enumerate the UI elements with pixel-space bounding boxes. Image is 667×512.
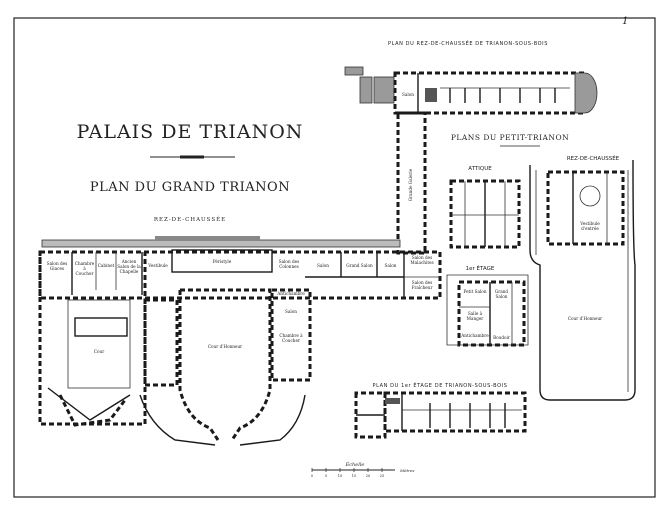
scale-bar: Échelle 0 5 10 15 20 25 Mètres (311, 460, 415, 478)
room-vestibule: Vestibule (148, 263, 168, 268)
room-cour: Cour (94, 349, 104, 354)
page-number: 1 (622, 16, 628, 27)
room-salle-manger: Salle à Manger (466, 311, 484, 321)
room-salon-frais: Salon des Fraîcheur (411, 280, 433, 290)
tsb-ground-label: PLAN DU REZ-DE-CHAUSSÉE DE TRIANON-SOUS-… (388, 39, 548, 47)
tsb-salon-label: Salon (402, 92, 414, 97)
trianon-sous-bois-first-plan (354, 391, 527, 439)
room-salon-2: Salon (384, 263, 397, 268)
room-peristyle: Péristyle (213, 259, 232, 264)
room-grand-salon-pt: Grand Salon (494, 289, 509, 299)
scale-tick: 0 (311, 474, 313, 478)
petit-trianon-title: PLANS DU PETIT-TRIANON (451, 133, 569, 142)
subtitle: PLAN DU GRAND TRIANON (90, 180, 290, 195)
scale-label: Échelle (345, 460, 365, 468)
room-salon: Salon (317, 263, 329, 268)
room-grand-salon: Grand Salon (346, 263, 373, 268)
room-chambre-2: Chambre à Coucher (279, 333, 303, 343)
vestibule-label: Vestibule d'entrée (580, 221, 600, 231)
scale-tick: 10 (338, 474, 342, 478)
room-antichambre-pt: Antichambre (461, 333, 489, 338)
attique-label: ATTIQUE (468, 166, 492, 172)
scale-unit: Mètres (399, 468, 414, 473)
scale-tick: 15 (352, 474, 356, 478)
room-cabinet: Cabinet (97, 263, 115, 268)
scale-tick: 20 (366, 474, 370, 478)
room-salon-chapelle: Ancien Salon de la Chapelle (117, 259, 141, 274)
title-ornament (150, 155, 235, 159)
sheet-border (13, 17, 656, 498)
etage-label: 1er ÉTAGE (466, 264, 495, 272)
room-cour-honneur: Cour d'Honneur (208, 344, 242, 349)
room-antichambre: Antichambre (277, 291, 305, 296)
trianon-sous-bois-ground-plan: Salon Grande Galerie (344, 66, 598, 255)
scale-tick: 5 (325, 474, 327, 478)
room-chambre-coucher: Chambre à Coucher (74, 261, 95, 276)
room-salon-3: Salon (285, 309, 297, 314)
main-title: PALAIS DE TRIANON (77, 121, 304, 143)
galerie-label: Grande Galerie (408, 168, 413, 201)
rez-label: REZ-DE-CHAUSSÉE (567, 154, 620, 162)
scale-tick: 25 (380, 474, 384, 478)
petit-trianon-plans: Cour d'Honneur (446, 159, 636, 401)
room-salon-glaces: Salon des Glaces (46, 261, 68, 271)
room-petit-salon: Petit Salon (463, 289, 487, 294)
room-salon-colonnes: Salon des Colonnes (278, 259, 300, 269)
level-label: REZ-DE-CHAUSSÉE (154, 215, 226, 223)
room-boudoir: Boudoir (493, 335, 510, 340)
tsb-first-label: PLAN DU 1er ÉTAGE DE TRIANON-SOUS-BOIS (373, 381, 508, 389)
petit-cour-honneur: Cour d'Honneur (568, 316, 602, 321)
grand-trianon-plan: Péristyle Cour Cour d'Honneur (38, 236, 442, 446)
room-salon-malachites: Salon des Malachites (410, 255, 434, 265)
